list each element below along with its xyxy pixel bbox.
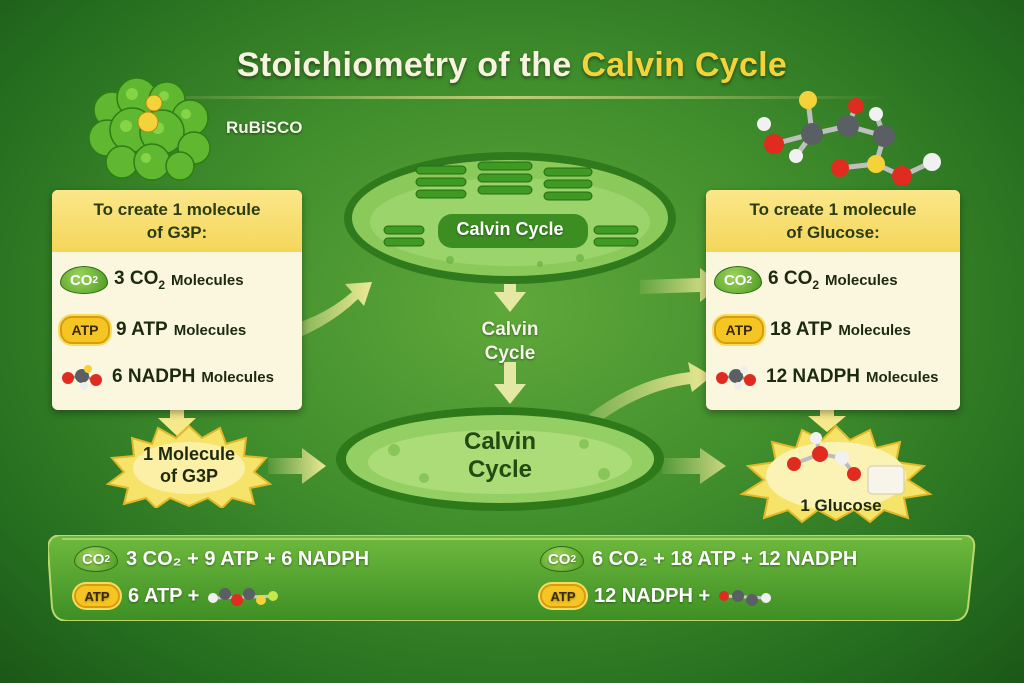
g3p-co2-text: 3 CO bbox=[114, 268, 159, 290]
equation-right-line1-text: 6 CO₂ + 18 ATP + 12 NADPH bbox=[592, 547, 858, 570]
equation-right-line2-text: 12 NADPH + bbox=[594, 584, 711, 607]
glucose-atp-amount: 18 ATP bbox=[770, 319, 833, 340]
nadph-molecule-icon bbox=[719, 590, 772, 606]
g3p-card-header-line2: of G3P: bbox=[146, 223, 208, 242]
atp-badge-icon: ATP bbox=[714, 316, 764, 344]
g3p-burst-line2: of G3P bbox=[159, 466, 218, 486]
equation-left-line2: ATP 6 ATP + bbox=[74, 584, 287, 608]
co2-badge-sub: 2 bbox=[746, 274, 753, 286]
glucose-nadph-amount: 12 NADPH bbox=[766, 366, 860, 387]
nadph-molecule-icon bbox=[716, 366, 756, 390]
g3p-card-header-line1: To create 1 molecule bbox=[93, 200, 261, 219]
co2-badge-sub: 2 bbox=[570, 553, 577, 565]
g3p-card-header: To create 1 molecule of G3P: bbox=[52, 190, 302, 252]
glucose-co2-text: 6 CO bbox=[768, 268, 813, 290]
glucose-card-header-line1: To create 1 molecule bbox=[749, 200, 917, 219]
arrow-cycle-to-glucose-card bbox=[640, 268, 722, 302]
co2-badge-sub: 2 bbox=[92, 274, 99, 286]
g3p-atp-amount: 9 ATP bbox=[116, 319, 168, 340]
g3p-co2-suffix: Molecules bbox=[171, 271, 244, 289]
page-title: Stoichiometry of the Calvin Cycle bbox=[0, 46, 1024, 85]
glucose-burst-icon bbox=[739, 424, 933, 524]
glucose-co2-sub: 2 bbox=[812, 277, 820, 292]
rubisco-label: RuBiSCO bbox=[226, 118, 303, 137]
co2-badge-text: CO bbox=[547, 550, 571, 568]
equation-right-line2: ATP 12 NADPH + bbox=[540, 584, 774, 608]
chloroplast-bottom bbox=[336, 407, 664, 511]
title-part-1: Stoichiometry of the bbox=[236, 46, 572, 84]
chloroplast-top bbox=[344, 152, 676, 284]
rubisco-icon bbox=[88, 77, 211, 181]
chloroplast-bottom-label-line1: Calvin bbox=[463, 428, 537, 455]
g3p-nadph-suffix: Molecules bbox=[201, 368, 274, 386]
equation-left-line2-text: 6 ATP + bbox=[128, 584, 200, 607]
arrow-down-lower bbox=[494, 362, 526, 404]
glucose-nadph-row: 12 NADPH Molecules bbox=[714, 364, 939, 390]
nadph-molecule-icon bbox=[208, 588, 279, 606]
title-underline bbox=[130, 96, 890, 99]
arrow-down-right bbox=[808, 402, 846, 432]
arrow-down-left bbox=[158, 402, 196, 436]
glucose-atp-suffix: Molecules bbox=[838, 321, 911, 339]
g3p-co2-amount: 3 CO2 bbox=[114, 268, 165, 292]
middle-cycle-label: Calvin Cycle bbox=[450, 318, 570, 366]
arrow-down-upper bbox=[494, 270, 526, 312]
g3p-burst-line1: 1 Molecule bbox=[142, 444, 236, 464]
molecule-model-icon bbox=[757, 91, 941, 186]
glucose-atp-row: ATP 18 ATP Molecules bbox=[714, 316, 911, 344]
arrow-cycle-to-nadph bbox=[560, 362, 712, 446]
g3p-burst-icon bbox=[105, 424, 273, 508]
g3p-atp-suffix: Molecules bbox=[173, 321, 247, 339]
glucose-co2-amount: 6 CO2 bbox=[768, 268, 819, 292]
glucose-card-header: To create 1 molecule of Glucose: bbox=[706, 190, 960, 252]
atp-badge-icon: ATP bbox=[540, 584, 586, 608]
co2-badge-text: CO bbox=[81, 550, 105, 568]
title-part-2: Calvin Cycle bbox=[581, 46, 788, 84]
nadph-molecule-icon bbox=[62, 365, 102, 390]
arrow-cycle-to-glucose bbox=[662, 448, 726, 484]
chloroplast-top-label: Calvin Cycle bbox=[456, 219, 564, 239]
glucose-nadph-suffix: Molecules bbox=[865, 368, 939, 386]
atp-badge-icon: ATP bbox=[60, 316, 110, 344]
chloroplast-bottom-label: Calvin Cycle bbox=[440, 428, 560, 484]
atp-badge-icon: ATP bbox=[74, 584, 120, 608]
middle-cycle-label-line2: Cycle bbox=[484, 343, 536, 364]
co2-badge-text: CO bbox=[69, 271, 93, 289]
middle-cycle-label-line1: Calvin bbox=[481, 319, 539, 340]
glucose-card-header-line2: of Glucose: bbox=[786, 223, 880, 242]
glucose-label: 1 Glucose bbox=[800, 496, 882, 515]
co2-badge-text: CO bbox=[723, 271, 747, 289]
equation-left-line1-text: 3 CO₂ + 9 ATP + 6 NADPH bbox=[126, 547, 370, 570]
co2-badge-sub: 2 bbox=[104, 553, 111, 565]
arrow-burst-to-cycle bbox=[268, 448, 326, 484]
g3p-nadph-row: 6 NADPH Molecules bbox=[60, 364, 274, 390]
g3p-burst-label: 1 Molecule of G3P bbox=[116, 443, 262, 487]
g3p-nadph-amount: 6 NADPH bbox=[112, 366, 196, 387]
g3p-atp-row: ATP 9 ATP Molecules bbox=[60, 316, 246, 344]
glucose-co2-suffix: Molecules bbox=[825, 271, 898, 289]
g3p-co2-sub: 2 bbox=[158, 277, 166, 292]
chloroplast-bottom-label-line2: Cycle bbox=[467, 456, 533, 483]
